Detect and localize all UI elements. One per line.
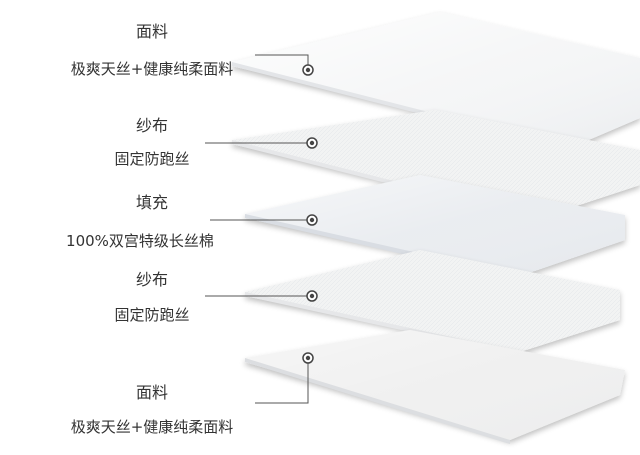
layer-face-bottom-edge bbox=[245, 358, 510, 444]
layer-gauze-top bbox=[232, 110, 640, 222]
marker-gauze-top bbox=[306, 137, 318, 149]
layer-face-bottom-title: 面料 bbox=[136, 383, 168, 402]
layer-filling-sheen bbox=[245, 175, 625, 276]
layer-face-top-title: 面料 bbox=[136, 22, 168, 41]
layer-gauze-top-title: 纱布 bbox=[136, 116, 168, 135]
layer-gauze-bottom bbox=[245, 250, 620, 356]
layer-gauze-bottom-desc: 固定防跑丝 bbox=[114, 306, 189, 324]
layer-gauze-bottom-texture bbox=[245, 250, 620, 352]
layer-face-top-desc: 极爽天丝+健康纯柔面料 bbox=[71, 60, 234, 78]
layer-gauze-top-desc: 固定防跑丝 bbox=[114, 150, 189, 168]
leader-line-face-bottom bbox=[255, 360, 309, 404]
marker-face-bottom bbox=[302, 352, 314, 364]
layer-face-top-sheen bbox=[232, 12, 640, 148]
layer-gauze-bottom-title: 纱布 bbox=[136, 270, 168, 289]
layer-face-bottom-sheen bbox=[245, 330, 625, 440]
layer-filling-desc: 100%双宫特级长丝棉 bbox=[66, 232, 214, 250]
marker-gauze-bottom bbox=[306, 290, 318, 302]
layer-face-bottom-desc: 极爽天丝+健康纯柔面料 bbox=[71, 418, 234, 436]
leader-line-face-top bbox=[255, 54, 309, 68]
layer-face-bottom bbox=[245, 330, 625, 444]
marker-filling bbox=[306, 214, 318, 226]
layer-gauze-top-texture bbox=[232, 110, 640, 218]
marker-face-top bbox=[302, 64, 314, 76]
layer-filling-title: 填充 bbox=[136, 193, 168, 212]
